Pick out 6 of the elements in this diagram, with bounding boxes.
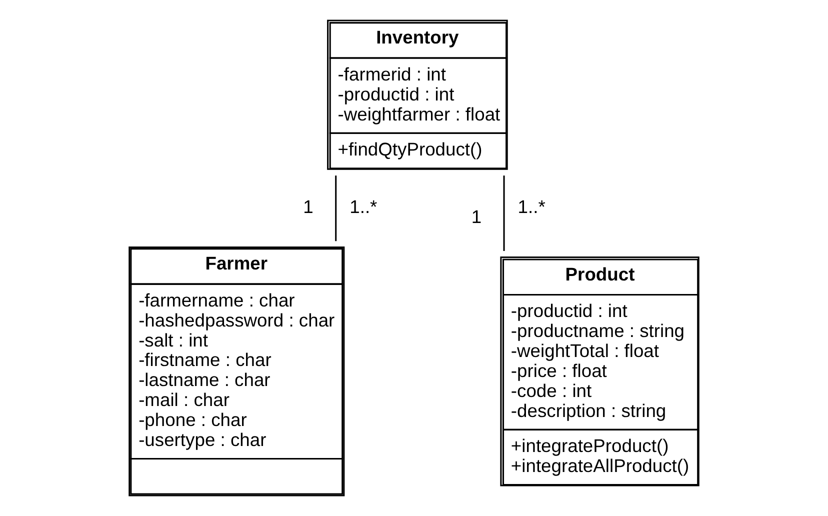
label: 1 xyxy=(303,196,314,217)
label: 1..* xyxy=(350,196,378,218)
connector xyxy=(503,176,505,251)
label: 1..* xyxy=(518,196,546,218)
connector xyxy=(335,176,337,242)
label: 1 xyxy=(471,206,482,227)
